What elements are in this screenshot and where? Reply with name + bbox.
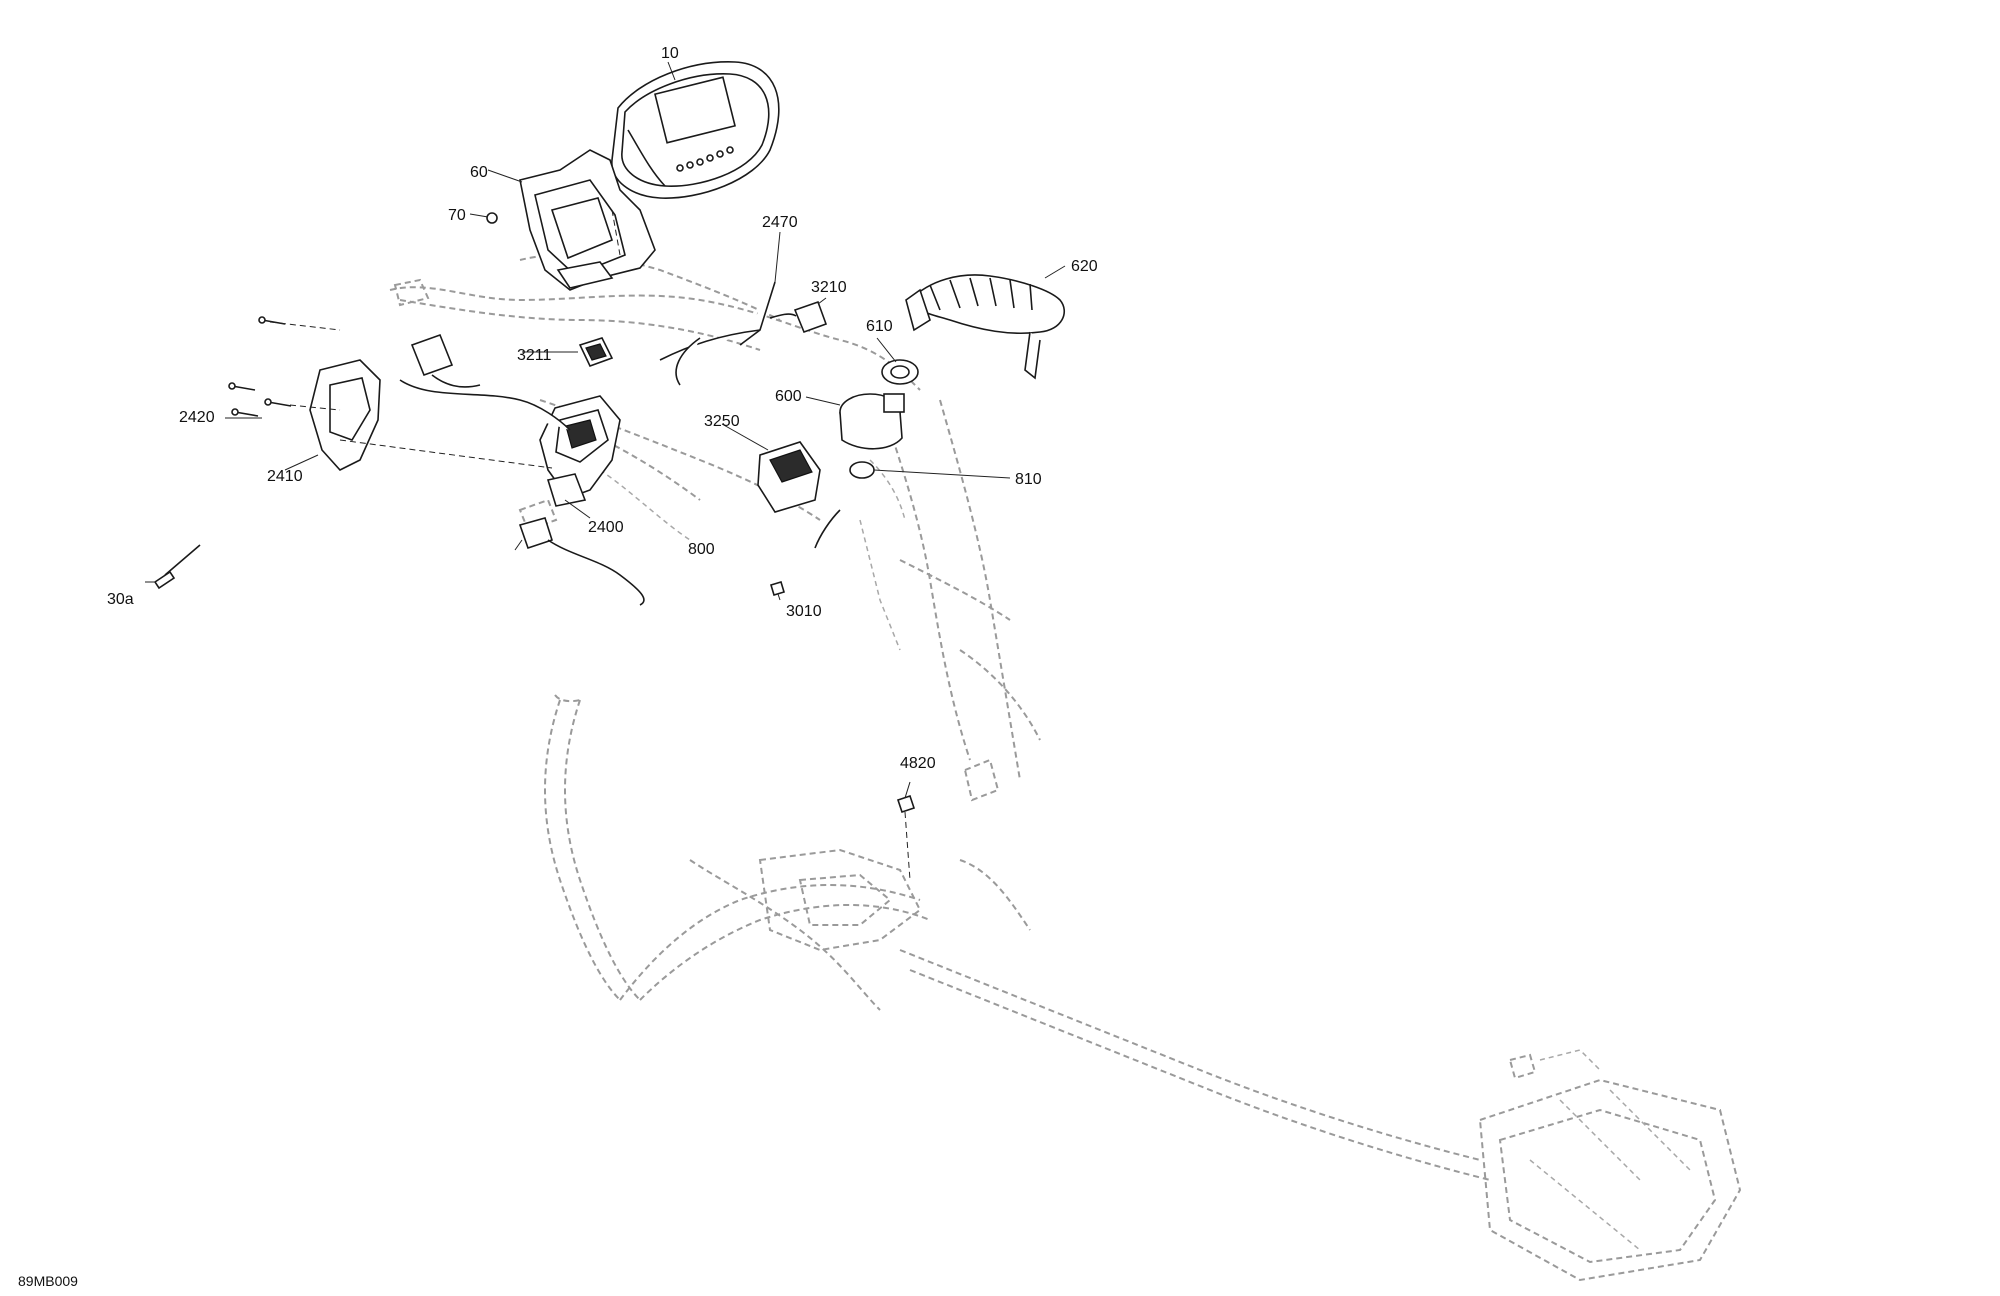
callout-2470: 2470 — [762, 214, 798, 231]
switch-600-part — [839, 393, 905, 450]
module-3250-part — [757, 441, 841, 549]
gauge-display-part — [611, 61, 780, 199]
sensor-800-part — [518, 517, 645, 606]
screw-70-part — [486, 212, 498, 224]
callout-4820: 4820 — [900, 755, 936, 772]
cable-2470-part — [659, 281, 776, 386]
callout-70: 70 — [448, 207, 466, 224]
diagram-id-label: 89MB009 — [18, 1273, 78, 1289]
mounting-bracket-part — [519, 149, 656, 291]
callout-3010: 3010 — [786, 603, 822, 620]
callout-30a: 30a — [107, 591, 134, 608]
harness-connector-part — [399, 333, 571, 431]
screws-2420-part — [228, 316, 292, 417]
nut-610-part — [881, 359, 919, 385]
ghost-harness-frame — [389, 253, 1742, 1282]
leader-lines — [145, 61, 1066, 881]
cable-tie-30a-part — [153, 544, 201, 590]
callout-2400: 2400 — [588, 519, 624, 536]
callout-3211: 3211 — [517, 347, 552, 364]
gauge-indicator-dots — [676, 146, 734, 172]
callout-2410: 2410 — [267, 468, 303, 485]
callout-labels: 10 60 70 2470 620 3210 610 3211 600 3250… — [107, 45, 1098, 772]
callout-800: 800 — [688, 541, 715, 558]
nut-3010-part — [770, 581, 785, 596]
callout-810: 810 — [1015, 471, 1042, 488]
switch-housing-2400-part — [539, 395, 621, 507]
lanyard-620-part — [905, 274, 1065, 380]
cap-810-part — [849, 461, 875, 479]
callout-60: 60 — [470, 164, 488, 181]
callout-3210: 3210 — [811, 279, 847, 296]
callout-2420: 2420 — [179, 409, 215, 426]
callout-620: 620 — [1071, 258, 1098, 275]
switch-cover-2410-part — [309, 359, 381, 471]
nut-4820-part — [896, 794, 916, 814]
callout-610: 610 — [866, 318, 893, 335]
callout-3250: 3250 — [704, 413, 740, 430]
callout-600: 600 — [775, 388, 802, 405]
callout-10: 10 — [661, 45, 679, 62]
connector-3211-part — [578, 337, 614, 368]
connector-3210-part — [769, 300, 828, 334]
